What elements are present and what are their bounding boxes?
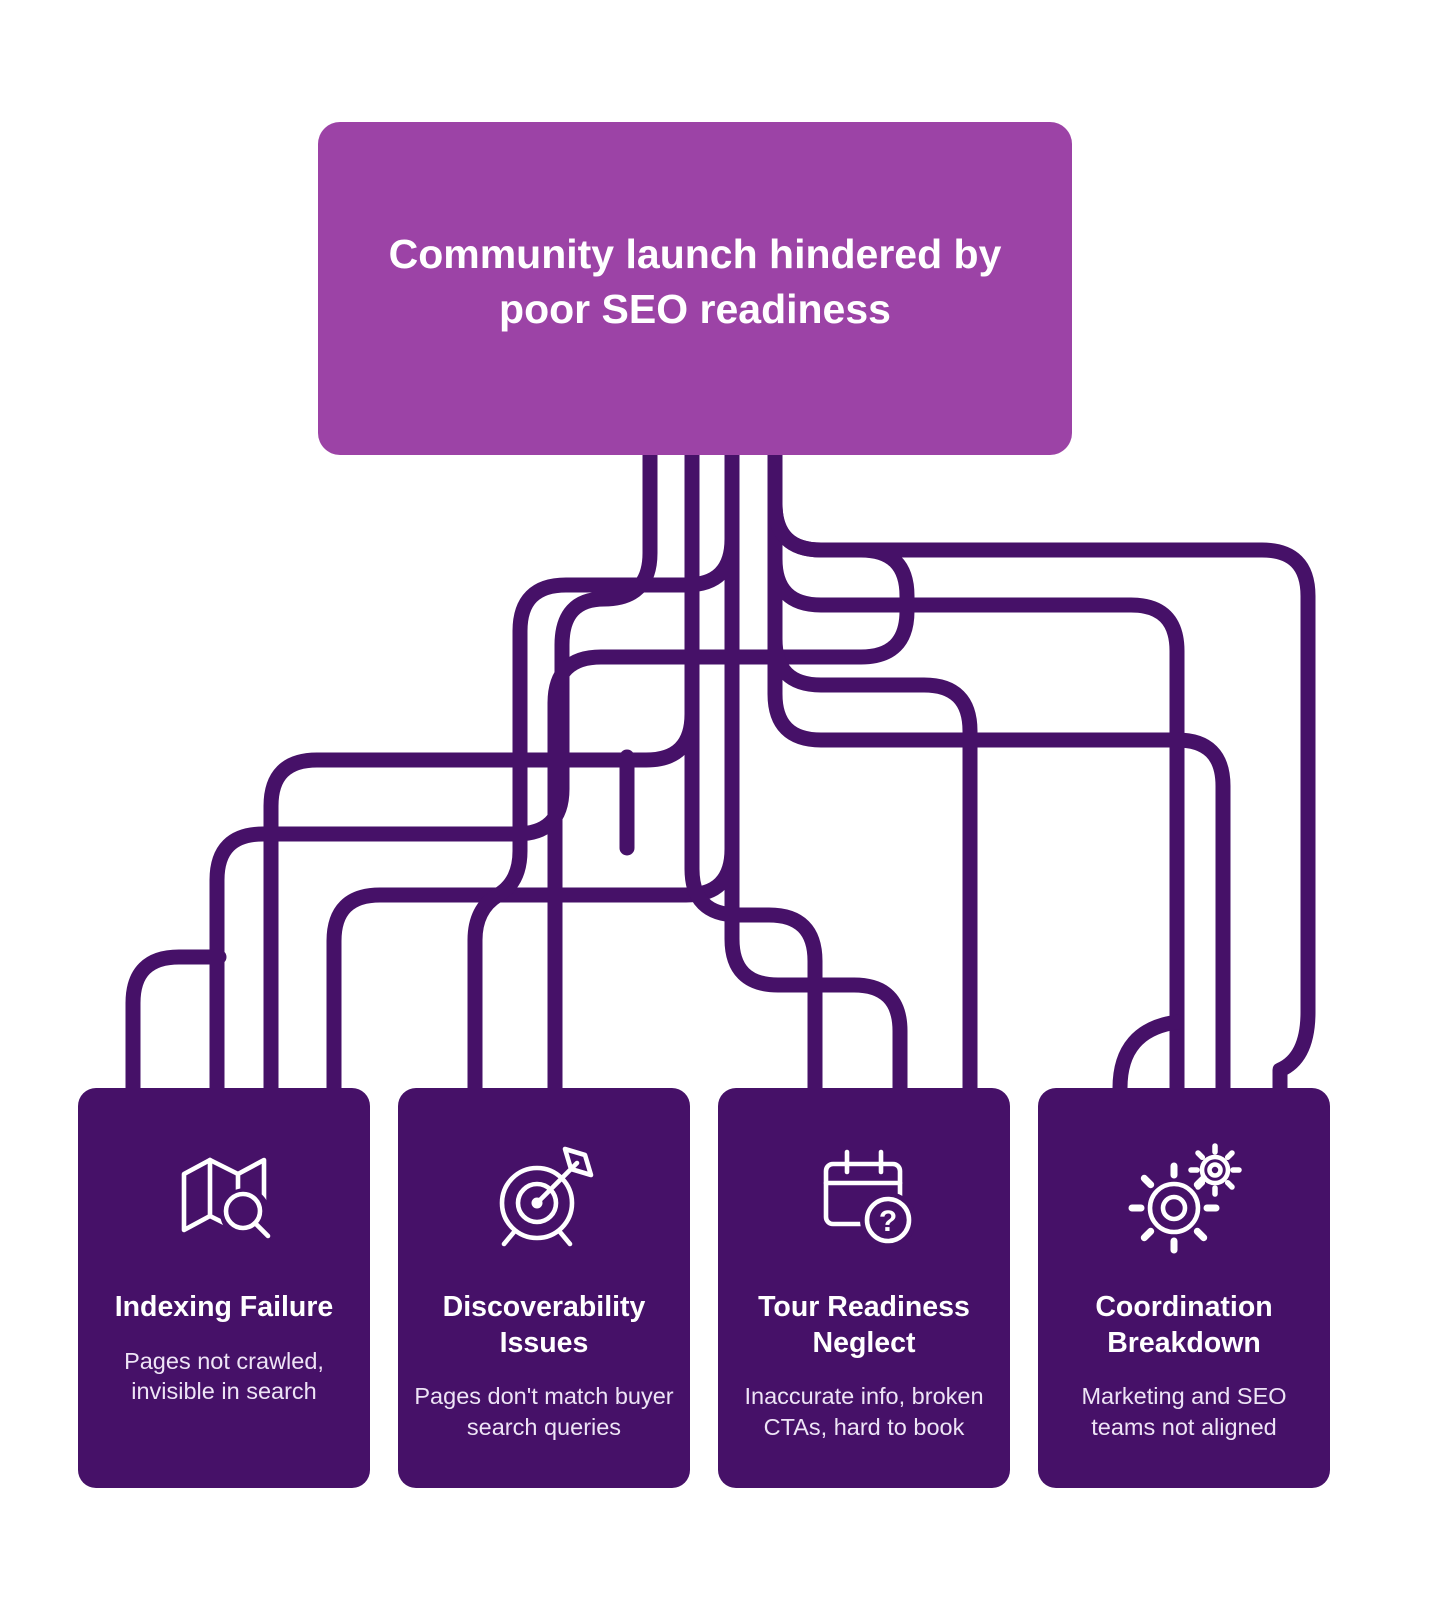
target-arrow-icon <box>484 1116 604 1276</box>
cause-card-discoverability-issues: Discoverability Issues Pages don't match… <box>398 1088 690 1488</box>
cause-card-indexing-failure: Indexing Failure Pages not crawled, invi… <box>78 1088 370 1488</box>
svg-text:?: ? <box>879 1205 897 1238</box>
root-problem-title: Community launch hindered by poor SEO re… <box>388 231 1002 332</box>
card-title: Indexing Failure <box>114 1291 334 1323</box>
connector-wire <box>467 432 740 1108</box>
gears-icon <box>1124 1116 1244 1276</box>
map-search-icon <box>164 1116 284 1276</box>
connector-wire <box>1112 1014 1185 1108</box>
connector-wire <box>125 949 227 1108</box>
card-title: Tour Readiness Neglect <box>758 1291 970 1359</box>
connector-wire <box>767 432 1316 1108</box>
card-subtitle: Pages not crawled, invisible in search <box>124 1347 324 1405</box>
connector-wire <box>724 432 908 1108</box>
card-title: Discoverability Issues <box>442 1291 646 1359</box>
connector-wire <box>767 432 978 1108</box>
calendar-question-icon: ? <box>804 1116 924 1276</box>
connector-wire <box>684 432 823 1108</box>
card-title: Coordination Breakdown <box>1095 1291 1273 1359</box>
connector-wire <box>767 432 1231 1108</box>
card-subtitle: Marketing and SEO teams not aligned <box>1081 1383 1287 1440</box>
root-problem-box: Community launch hindered by poor SEO re… <box>318 122 1072 455</box>
connector-wire <box>326 432 740 1108</box>
cause-card-tour-readiness-neglect: ? Tour Readiness Neglect Inaccurate info… <box>718 1088 1010 1488</box>
cause-card-coordination-breakdown: Coordination Breakdown Marketing and SEO… <box>1038 1088 1330 1488</box>
card-subtitle: Inaccurate info, broken CTAs, hard to bo… <box>744 1383 984 1440</box>
card-subtitle: Pages don't match buyer search queries <box>414 1383 674 1440</box>
